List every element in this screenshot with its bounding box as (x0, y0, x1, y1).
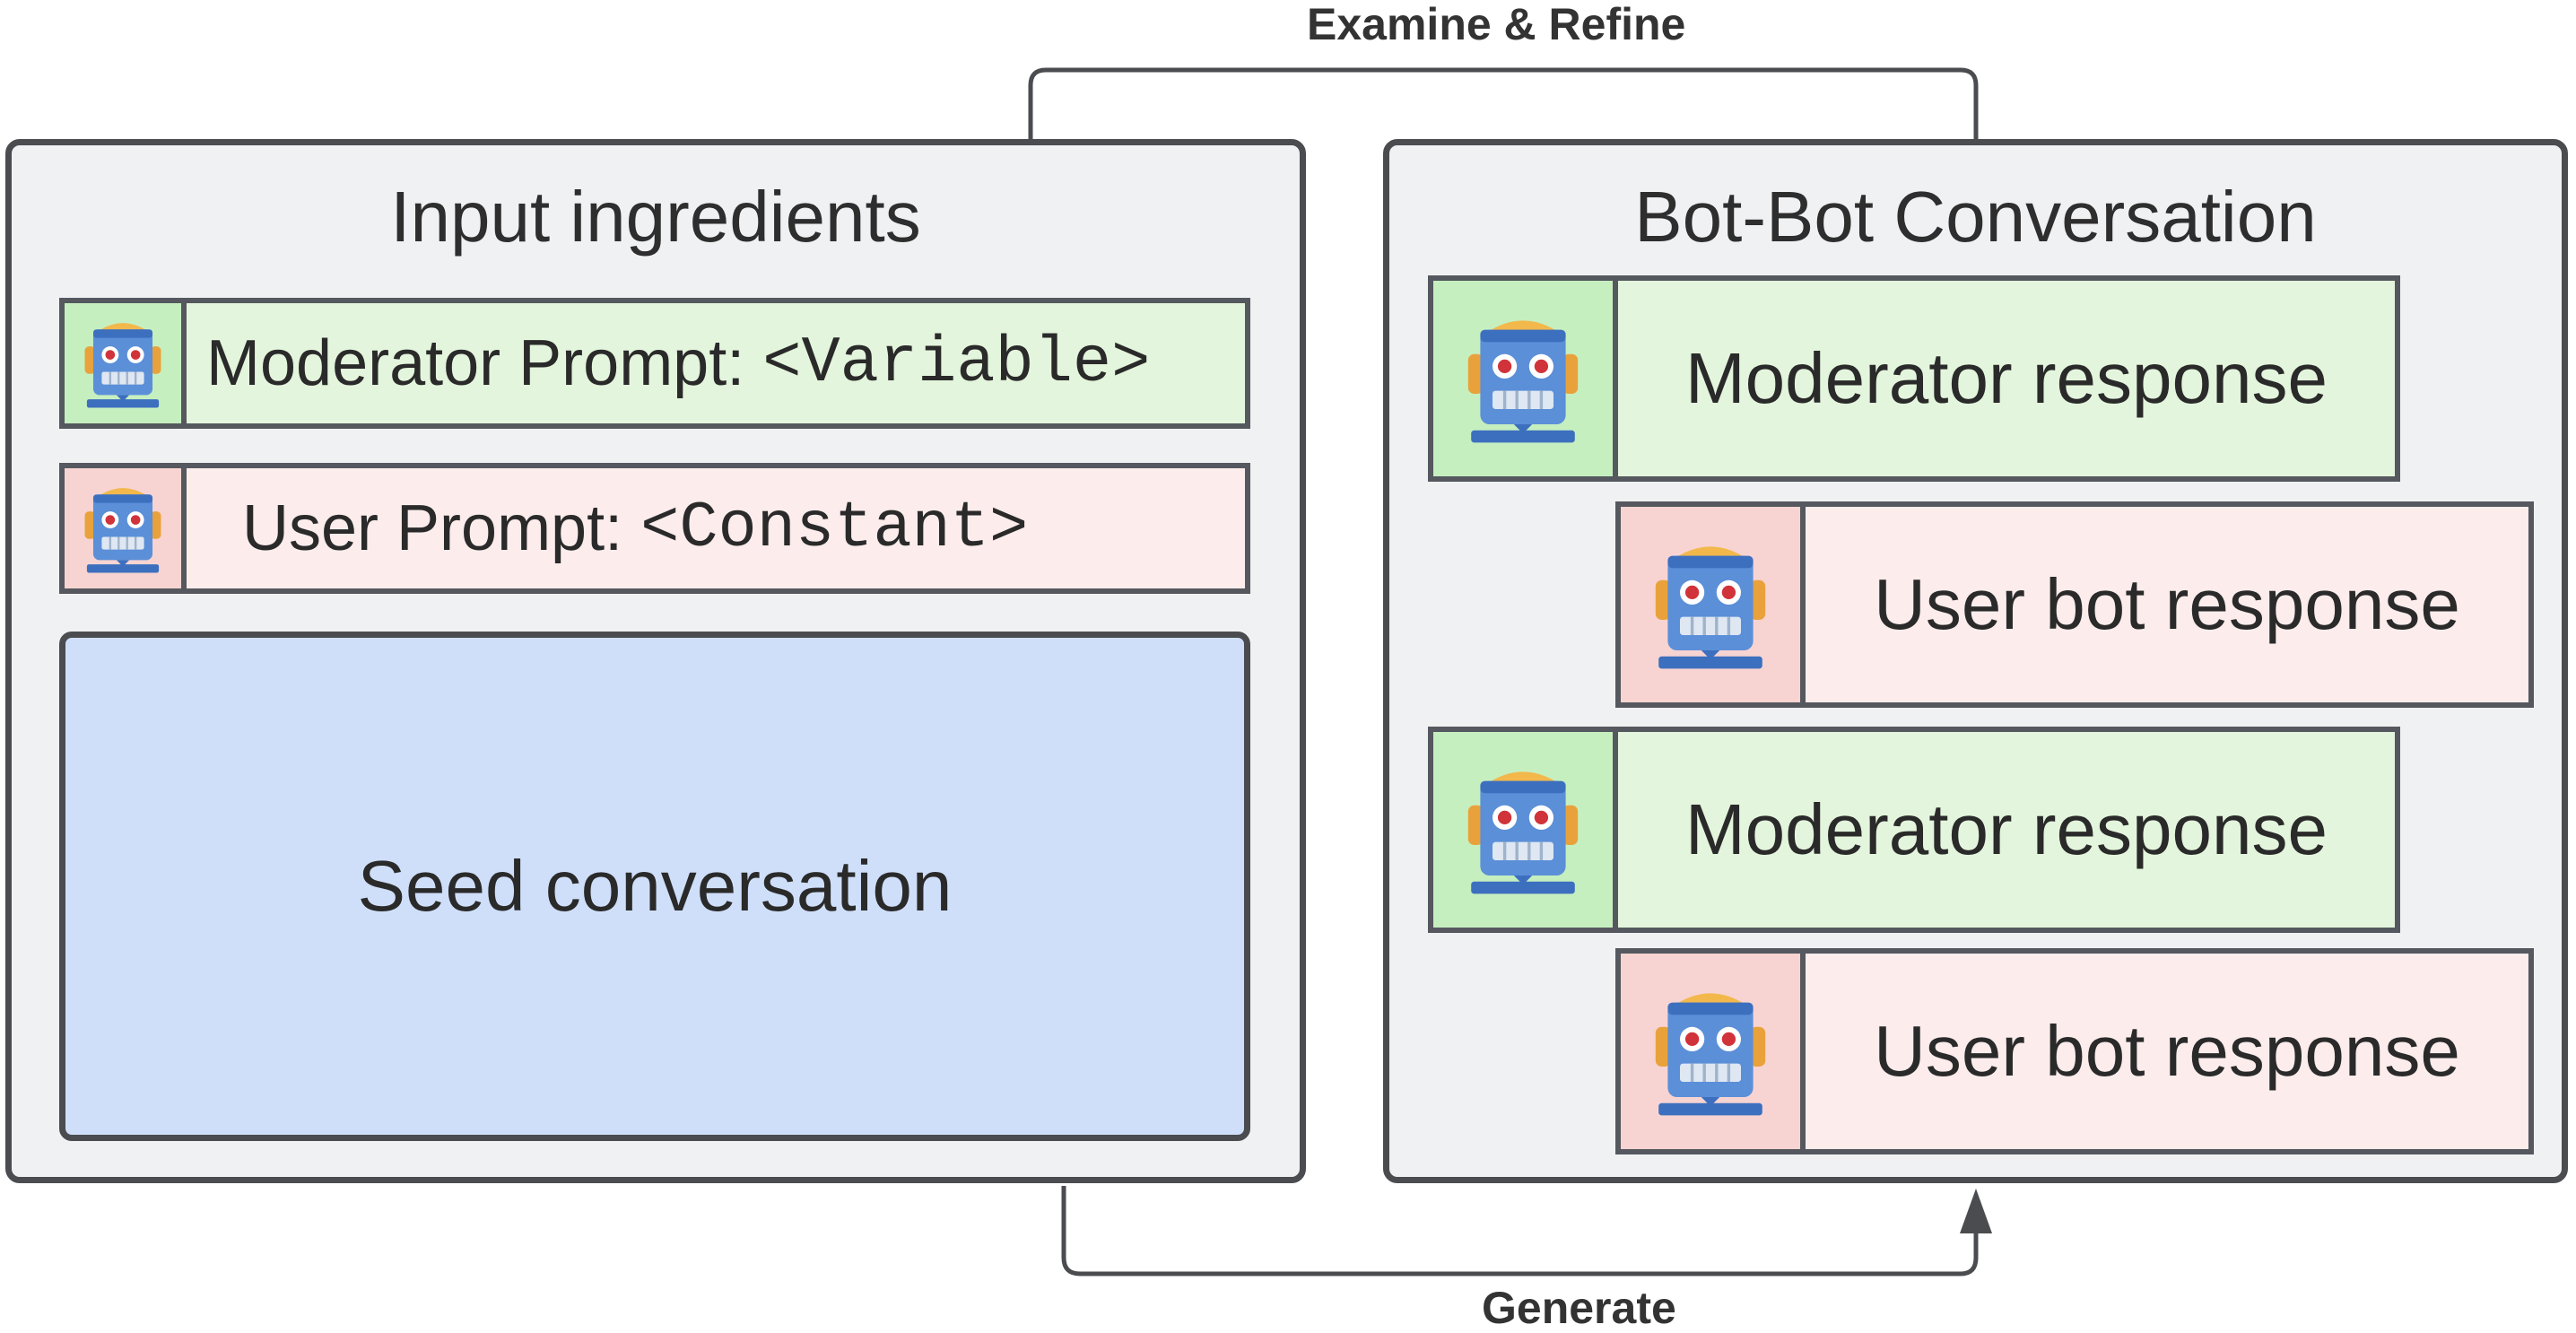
user-avatar (1621, 507, 1806, 702)
robot-icon (1447, 302, 1599, 455)
robot-icon (1634, 975, 1787, 1128)
panel-title: Bot-Bot Conversation (1634, 177, 2317, 257)
robot-icon (70, 310, 176, 416)
examine-refine-arrow (1028, 67, 1979, 256)
generate-arrowhead (1960, 1189, 1992, 1233)
moderator-prompt-card: Moderator Prompt: <Variable> (59, 298, 1250, 429)
user-avatar (1621, 954, 1806, 1149)
user-bot-response-text: User bot response (1874, 1011, 2460, 1091)
robot-icon (1634, 528, 1787, 681)
moderator-prompt-label: Moderator Prompt: (206, 327, 745, 399)
moderator-response-card: Moderator response (1428, 275, 2400, 482)
generate-arrow (1061, 1186, 1979, 1276)
user-prompt-label: User Prompt: (242, 492, 623, 564)
user-prompt-value: <Constant> (640, 492, 1029, 565)
user-bot-response-text: User bot response (1874, 564, 2460, 644)
panel-title: Input ingredients (390, 177, 921, 257)
moderator-prompt-text: Moderator Prompt: <Variable> (187, 303, 1245, 423)
user-bot-response-card: User bot response (1615, 501, 2534, 708)
moderator-prompt-value: <Variable> (762, 327, 1151, 400)
user-bot-response-card: User bot response (1615, 948, 2534, 1154)
moderator-response-card: Moderator response (1428, 727, 2400, 933)
robot-icon (1447, 754, 1599, 906)
user-avatar (65, 468, 187, 588)
seed-conversation-box: Seed conversation (59, 632, 1250, 1141)
user-prompt-card: User Prompt: <Constant> (59, 463, 1250, 594)
moderator-avatar (1433, 732, 1618, 928)
moderator-avatar (65, 303, 187, 423)
moderator-response-text: Moderator response (1685, 789, 2328, 869)
examine-refine-label: Examine & Refine (1307, 0, 1686, 49)
user-prompt-text: User Prompt: <Constant> (187, 468, 1245, 588)
moderator-avatar (1433, 281, 1618, 476)
moderator-response-text: Moderator response (1685, 338, 2328, 418)
robot-icon (70, 475, 176, 581)
generate-label: Generate (1482, 1283, 1676, 1333)
